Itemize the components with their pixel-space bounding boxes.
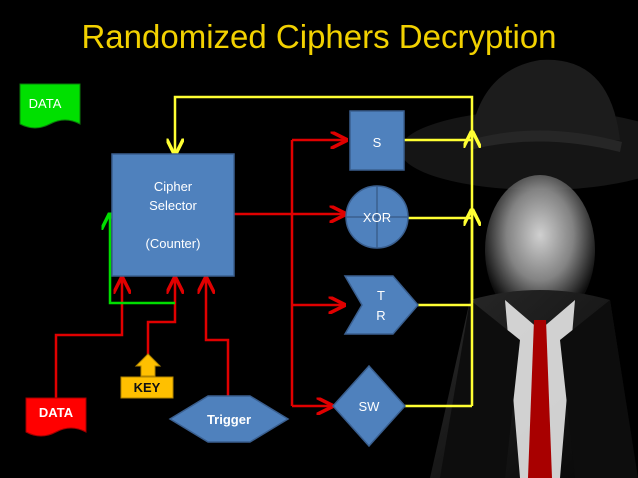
transposition-node: T R [343,275,419,335]
yellow-connectors [175,95,472,408]
data-input-node: DATA [19,83,81,129]
cipher-selector-line2: Selector [149,198,197,213]
data-input-label: DATA [29,96,62,111]
cipher-selector-node: Cipher Selector (Counter) [111,153,235,277]
trigger-node: Trigger [168,395,290,443]
transposition-line2: R [376,308,385,323]
transposition-line1: T [377,288,385,303]
data-output-node: DATA [25,397,87,437]
key-node: KEY [120,353,174,399]
red-connectors [54,140,346,406]
xor-label: XOR [363,210,391,225]
key-label: KEY [134,380,161,395]
cipher-selector-line3: (Counter) [146,236,201,251]
slide-title: Randomized Ciphers Decryption [81,18,556,55]
trigger-label: Trigger [207,412,251,427]
sw-label: SW [359,399,381,414]
data-output-label: DATA [39,405,74,420]
hat-man-silhouette [400,59,638,478]
sw-node: SW [331,364,407,448]
s-box-label: S [373,135,382,150]
green-connectors [110,214,175,305]
xor-node: XOR [345,185,409,249]
cipher-selector-line1: Cipher [154,179,193,194]
s-box-node: S [349,110,405,171]
